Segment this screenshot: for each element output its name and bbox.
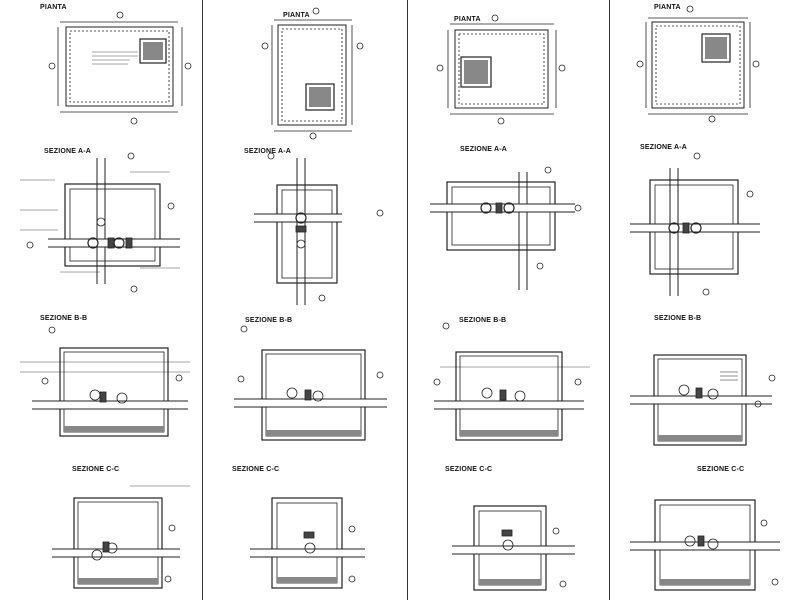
plan-title: PIANTA [40,4,67,11]
section-c-title: SEZIONE C-C [697,466,745,473]
plan-title: PIANTA [283,12,310,19]
section-a-view [20,152,180,293]
section-c-view [452,505,575,591]
section-b-title: SEZIONE B-B [459,317,507,324]
plan-title: PIANTA [454,16,481,23]
section-c-view [52,485,190,589]
plan-title: PIANTA [654,4,681,11]
section-b-view [20,326,190,437]
section-b-view [630,354,776,446]
section-a-title: SEZIONE A-A [640,144,688,151]
section-a-title: SEZIONE A-A [460,146,508,153]
plan-view [636,5,760,123]
section-c-title: SEZIONE C-C [445,466,493,473]
section-b-title: SEZIONE B-B [654,315,702,322]
plan-view [436,14,566,125]
column-separator [202,0,203,600]
section-b-title: SEZIONE B-B [245,317,293,324]
section-c-title: SEZIONE C-C [72,466,120,473]
section-a-title: SEZIONE A-A [244,148,292,155]
section-a-view [254,152,384,305]
section-c-title: SEZIONE C-C [232,466,280,473]
section-a-view [430,166,582,290]
plan-view [261,7,364,140]
section-b-title: SEZIONE B-B [40,315,88,322]
section-a-view [630,152,760,296]
column-separator [609,0,610,600]
plan-view [48,11,192,125]
column-separator [407,0,408,600]
section-b-view [433,322,590,441]
section-b-view [234,325,387,441]
section-c-view [630,499,780,591]
section-a-title: SEZIONE A-A [44,148,92,155]
section-c-view [250,497,365,589]
